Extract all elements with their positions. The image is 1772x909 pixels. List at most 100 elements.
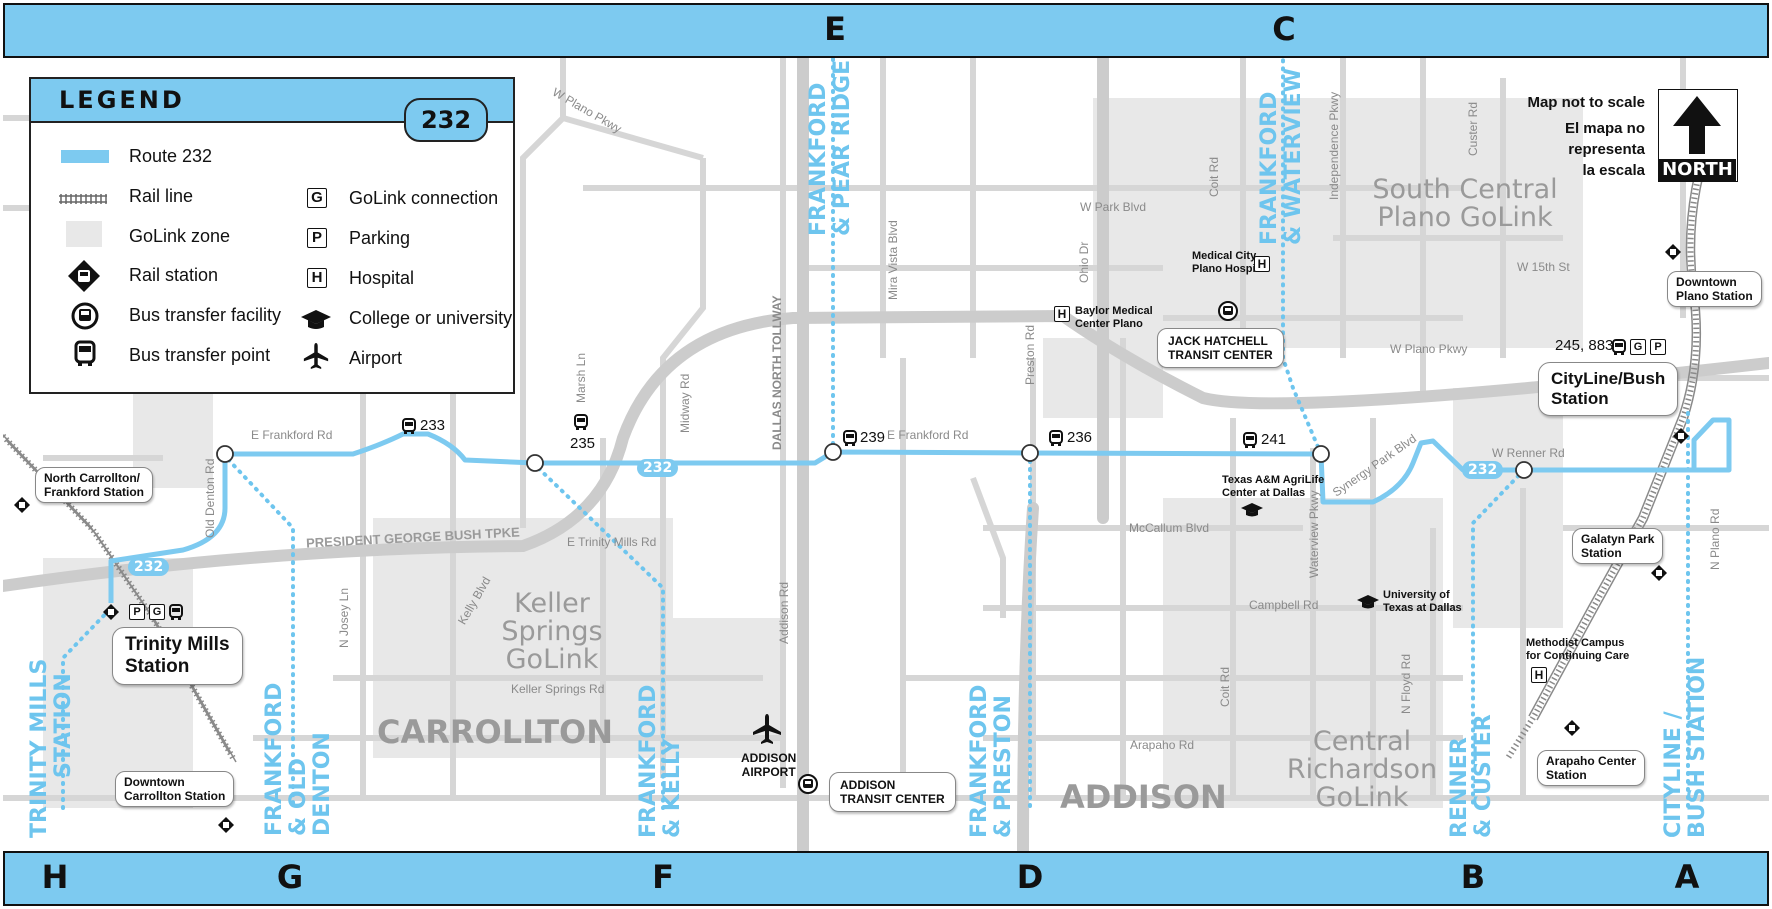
grid-letter-d: D xyxy=(1016,858,1044,896)
rail-station-icon xyxy=(102,603,120,621)
station-line: Downtown xyxy=(124,775,185,789)
zone-line: Richardson xyxy=(1286,754,1438,785)
street-label: N Plano Rd xyxy=(1708,508,1722,570)
zone-central-richardson: Central Richardson GoLink xyxy=(1287,728,1437,812)
connection-route: 236 xyxy=(1067,429,1093,446)
grid-letter-h: H xyxy=(41,858,69,896)
connection-route: 233 xyxy=(420,417,446,434)
zone-line: Keller xyxy=(514,588,590,619)
route-232-line xyxy=(108,417,1732,603)
bottom-grid-band xyxy=(3,851,1769,906)
station-downtown-carrollton: Downtown Carrollton Station xyxy=(115,771,235,807)
street-label: Old Denton Rd xyxy=(203,458,217,538)
rail-station-icon xyxy=(1563,719,1581,737)
bus-stop-icon xyxy=(402,418,416,435)
legend-label: Rail line xyxy=(129,186,194,206)
top-grid-band xyxy=(3,3,1769,58)
landmark-addison-airport: ADDISON AIRPORT xyxy=(741,751,796,779)
hospital-icon: H xyxy=(1531,667,1547,683)
street-label: E Frankford Rd xyxy=(251,428,333,442)
street-label: N Floyd Rd xyxy=(1399,653,1413,714)
title-line: CITYLINE / xyxy=(1661,711,1686,838)
landmark-medical-city: Medical City Plano Hospital xyxy=(1192,250,1268,276)
map-canvas xyxy=(3,58,1769,851)
title-line: TRINITY MILLS xyxy=(27,658,52,838)
legend-label: Hospital xyxy=(349,268,415,288)
street-label: W Renner Rd xyxy=(1492,446,1565,460)
title-line: FRANKFORD xyxy=(967,684,992,838)
station-line: Station xyxy=(125,656,190,677)
station-galatyn-park: Galatyn Park Station xyxy=(1572,528,1664,564)
zone-line: Central xyxy=(1312,726,1412,757)
station-line: Station xyxy=(1581,546,1622,560)
golink-icon: G xyxy=(1630,339,1646,355)
cityline-connections: 245, 883 xyxy=(1555,337,1614,354)
street-label: Custer Rd xyxy=(1466,101,1480,156)
landmark-line: Methodist Campus xyxy=(1526,637,1625,649)
station-arapaho-center: Arapaho Center Station xyxy=(1537,750,1646,786)
north-arrow-icon xyxy=(1673,96,1721,154)
title-line: & PEAR RIDGE xyxy=(830,59,855,236)
grid-letter-f: F xyxy=(652,858,674,896)
timepoint-d-title: FRANKFORD & PRESTON xyxy=(967,684,1016,838)
landmark-line: Plano Hospital xyxy=(1192,263,1269,275)
street-label: McCallum Blvd xyxy=(1129,521,1210,535)
station-line: Frankford Station xyxy=(44,485,145,499)
timepoint-h-title: TRINITY MILLS STATION xyxy=(27,658,76,838)
street-label: Campbell Rd xyxy=(1249,598,1319,612)
route-232-marker: 232 xyxy=(637,459,679,477)
street-label: DALLAS NORTH TOLLWAY xyxy=(770,295,784,450)
hospital-icon: H xyxy=(307,268,327,288)
legend-label: Bus transfer point xyxy=(129,345,271,365)
college-icon xyxy=(1356,594,1380,610)
title-line: & WATERVIEW xyxy=(1281,68,1306,245)
scale-note: Map not to scale El mapa no representa l… xyxy=(1527,92,1645,181)
connection-route: 241 xyxy=(1261,431,1287,448)
landmark-line: for Continuing Care xyxy=(1526,650,1630,662)
city-carrollton: CARROLLTON xyxy=(377,713,614,751)
street-label: N Josey Ln xyxy=(337,587,351,648)
timepoint-c-title: FRANKFORD & WATERVIEW xyxy=(1257,68,1306,245)
legend-label: GoLink zone xyxy=(129,226,231,246)
landmark-line: Center at Dallas xyxy=(1222,487,1306,499)
street-label: W Plano Pkwy xyxy=(1390,342,1468,356)
connection-route: 235 xyxy=(570,435,596,452)
station-line: Arapaho Center xyxy=(1546,754,1637,768)
bus-stop-icon xyxy=(1243,432,1257,449)
title-line: FRANKFORD xyxy=(1257,91,1282,245)
timepoint-a-title: CITYLINE / BUSH STATION xyxy=(1661,657,1710,838)
landmark-line: Medical City xyxy=(1192,250,1257,262)
street-label: Preston Rd xyxy=(1023,324,1037,385)
rail-station-icon xyxy=(1650,564,1668,582)
parking-icon: P xyxy=(129,604,145,620)
bus-transfer-facility-icon xyxy=(71,302,99,335)
grid-letter-e: E xyxy=(824,10,846,48)
street-label: Waterview Pkwy xyxy=(1307,490,1321,578)
title-line: & OLD xyxy=(286,758,311,836)
scale-note-line: la escala xyxy=(1582,162,1645,179)
landmark-line: Center Plano xyxy=(1075,318,1143,330)
legend-label: Route 232 xyxy=(129,146,213,166)
zone-south-central-plano: South Central Plano GoLink xyxy=(1372,176,1557,232)
zone-line: Springs xyxy=(501,616,603,647)
station-line: Galatyn Park xyxy=(1581,532,1655,546)
rail-station-icon xyxy=(217,816,235,834)
zone-line: Plano GoLink xyxy=(1377,202,1553,233)
station-line: ADDISON xyxy=(840,778,896,792)
street-label: W Park Blvd xyxy=(1080,200,1147,214)
rail-line-swatch xyxy=(59,192,107,210)
timepoint-f-title: FRANKFORD & KELLY xyxy=(636,685,685,838)
street-label: Midway Rd xyxy=(678,373,692,433)
zone-line: South Central xyxy=(1372,174,1558,205)
station-line: Station xyxy=(1551,389,1609,408)
street-label: W 15th St xyxy=(1517,260,1570,274)
timepoint-b-title: RENNER & CUSTER xyxy=(1447,714,1496,838)
hospital-icon: H xyxy=(1254,256,1270,272)
city-addison: ADDISON xyxy=(1060,778,1227,816)
airport-icon xyxy=(303,342,329,375)
grid-letter-a: A xyxy=(1674,858,1700,896)
timepoint-guides xyxy=(61,58,1690,810)
legend-label: Rail station xyxy=(129,265,219,285)
station-cityline-bush: CityLine/Bush Station xyxy=(1538,362,1679,416)
legend-label: Bus transfer facility xyxy=(129,305,282,325)
